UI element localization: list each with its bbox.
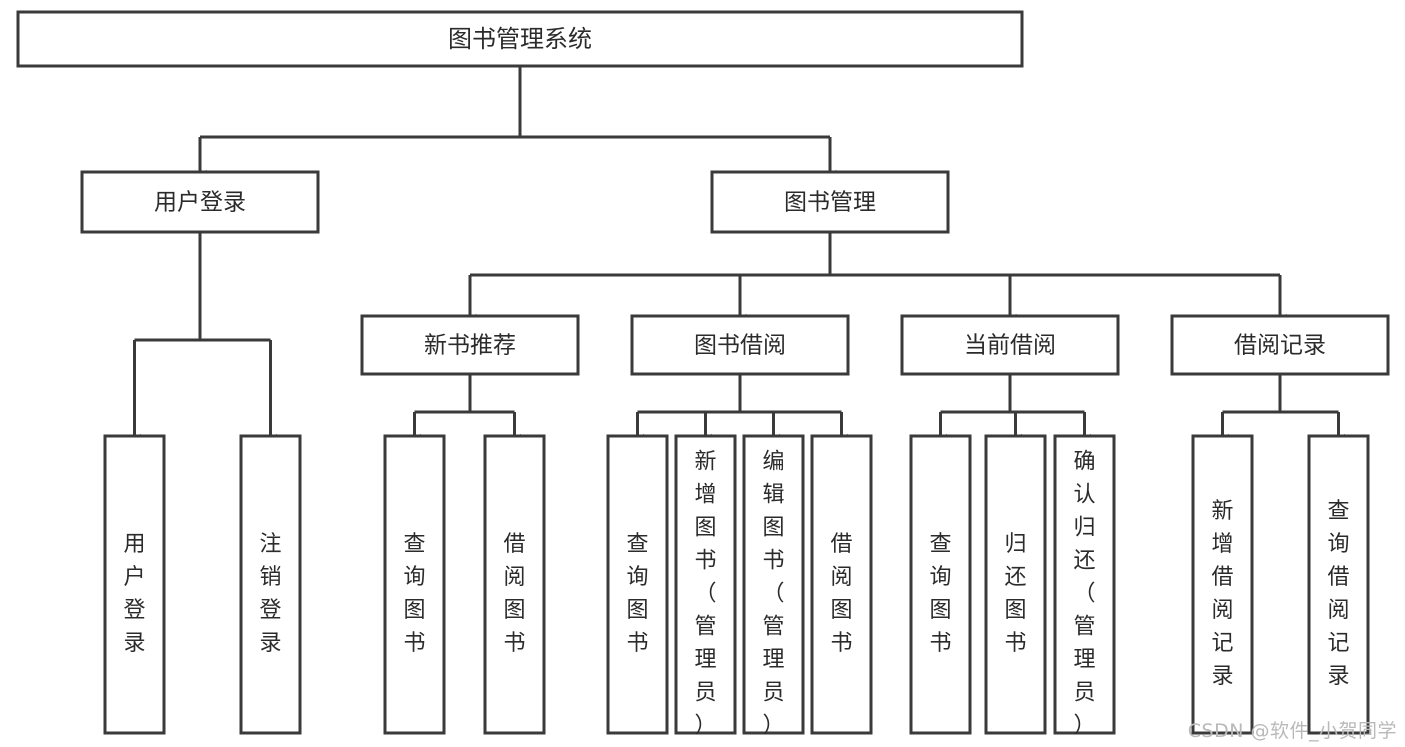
node-label: 用户登录 xyxy=(123,532,145,656)
node-current-borrow[interactable]: 当前借阅 xyxy=(900,314,1120,376)
node-box xyxy=(360,314,580,376)
node-box xyxy=(710,170,950,234)
node-label: 编辑图书（管理员） xyxy=(762,450,784,739)
node-box xyxy=(1170,314,1390,376)
node-leaf-confirm-return-admin[interactable]: 确认归还（管理员） xyxy=(1053,434,1116,739)
node-box xyxy=(1191,434,1254,735)
node-label: 查询图书 xyxy=(929,532,951,656)
node-label: 查询图书 xyxy=(626,532,648,656)
node-leaf-query-book-borrow[interactable]: 查询图书 xyxy=(606,434,669,735)
node-book-manage[interactable]: 图书管理 xyxy=(710,170,950,234)
node-box xyxy=(900,314,1120,376)
node-leaf-user-login[interactable]: 用户登录 xyxy=(103,434,166,735)
node-label: 注销登录 xyxy=(259,532,281,656)
node-label: 图书管理系统 xyxy=(448,25,592,53)
connector-layer xyxy=(128,66,1345,445)
node-label: 图书管理 xyxy=(784,190,876,216)
node-book-borrow[interactable]: 图书借阅 xyxy=(630,314,850,376)
node-leaf-add-book-admin[interactable]: 新增图书（管理员） xyxy=(674,434,737,739)
node-label: 当前借阅 xyxy=(964,333,1056,359)
node-label: 新增图书（管理员） xyxy=(694,450,716,739)
node-leaf-return-book[interactable]: 归还图书 xyxy=(984,434,1047,735)
node-leaf-edit-book-admin[interactable]: 编辑图书（管理员） xyxy=(742,434,805,739)
watermark-label: CSDN @软件_小贺同学 xyxy=(1187,720,1397,742)
node-label: 借阅图书 xyxy=(503,532,525,656)
node-label: 确认归还（管理员） xyxy=(1073,450,1095,739)
node-leaf-query-book-rec[interactable]: 查询图书 xyxy=(383,434,446,735)
node-user-login[interactable]: 用户登录 xyxy=(80,170,320,234)
node-box xyxy=(984,434,1047,735)
node-label: 查询图书 xyxy=(403,532,425,656)
node-box xyxy=(239,434,302,735)
node-box xyxy=(80,170,320,234)
node-box xyxy=(383,434,446,735)
node-box xyxy=(483,434,546,735)
node-box xyxy=(1053,434,1116,735)
node-box xyxy=(810,434,873,735)
node-label: 新书推荐 xyxy=(424,333,516,359)
node-box xyxy=(103,434,166,735)
node-label: 借阅图书 xyxy=(830,532,852,656)
node-layer: 图书管理系统用户登录图书管理新书推荐图书借阅当前借阅借阅记录用户登录注销登录查询… xyxy=(16,10,1390,739)
node-box xyxy=(909,434,972,735)
node-box xyxy=(630,314,850,376)
node-box xyxy=(1307,434,1370,735)
node-leaf-borrow-book-rec[interactable]: 借阅图书 xyxy=(483,434,546,735)
node-box xyxy=(674,434,737,735)
node-label: 用户登录 xyxy=(154,190,246,216)
node-leaf-add-borrow-record[interactable]: 新增借阅记录 xyxy=(1191,434,1254,735)
node-leaf-query-book-current[interactable]: 查询图书 xyxy=(909,434,972,735)
node-label: 新增借阅记录 xyxy=(1211,499,1233,689)
node-label: 归还图书 xyxy=(1004,532,1026,656)
node-label: 查询借阅记录 xyxy=(1327,499,1349,689)
node-root[interactable]: 图书管理系统 xyxy=(16,10,1024,68)
node-leaf-borrow-book[interactable]: 借阅图书 xyxy=(810,434,873,735)
node-leaf-query-borrow-record[interactable]: 查询借阅记录 xyxy=(1307,434,1370,735)
node-box xyxy=(606,434,669,735)
node-new-book-recommend[interactable]: 新书推荐 xyxy=(360,314,580,376)
node-box xyxy=(16,10,1024,68)
node-label: 借阅记录 xyxy=(1234,333,1326,359)
node-borrow-record[interactable]: 借阅记录 xyxy=(1170,314,1390,376)
node-label: 图书借阅 xyxy=(694,333,786,359)
node-box xyxy=(742,434,805,735)
node-leaf-logout[interactable]: 注销登录 xyxy=(239,434,302,735)
